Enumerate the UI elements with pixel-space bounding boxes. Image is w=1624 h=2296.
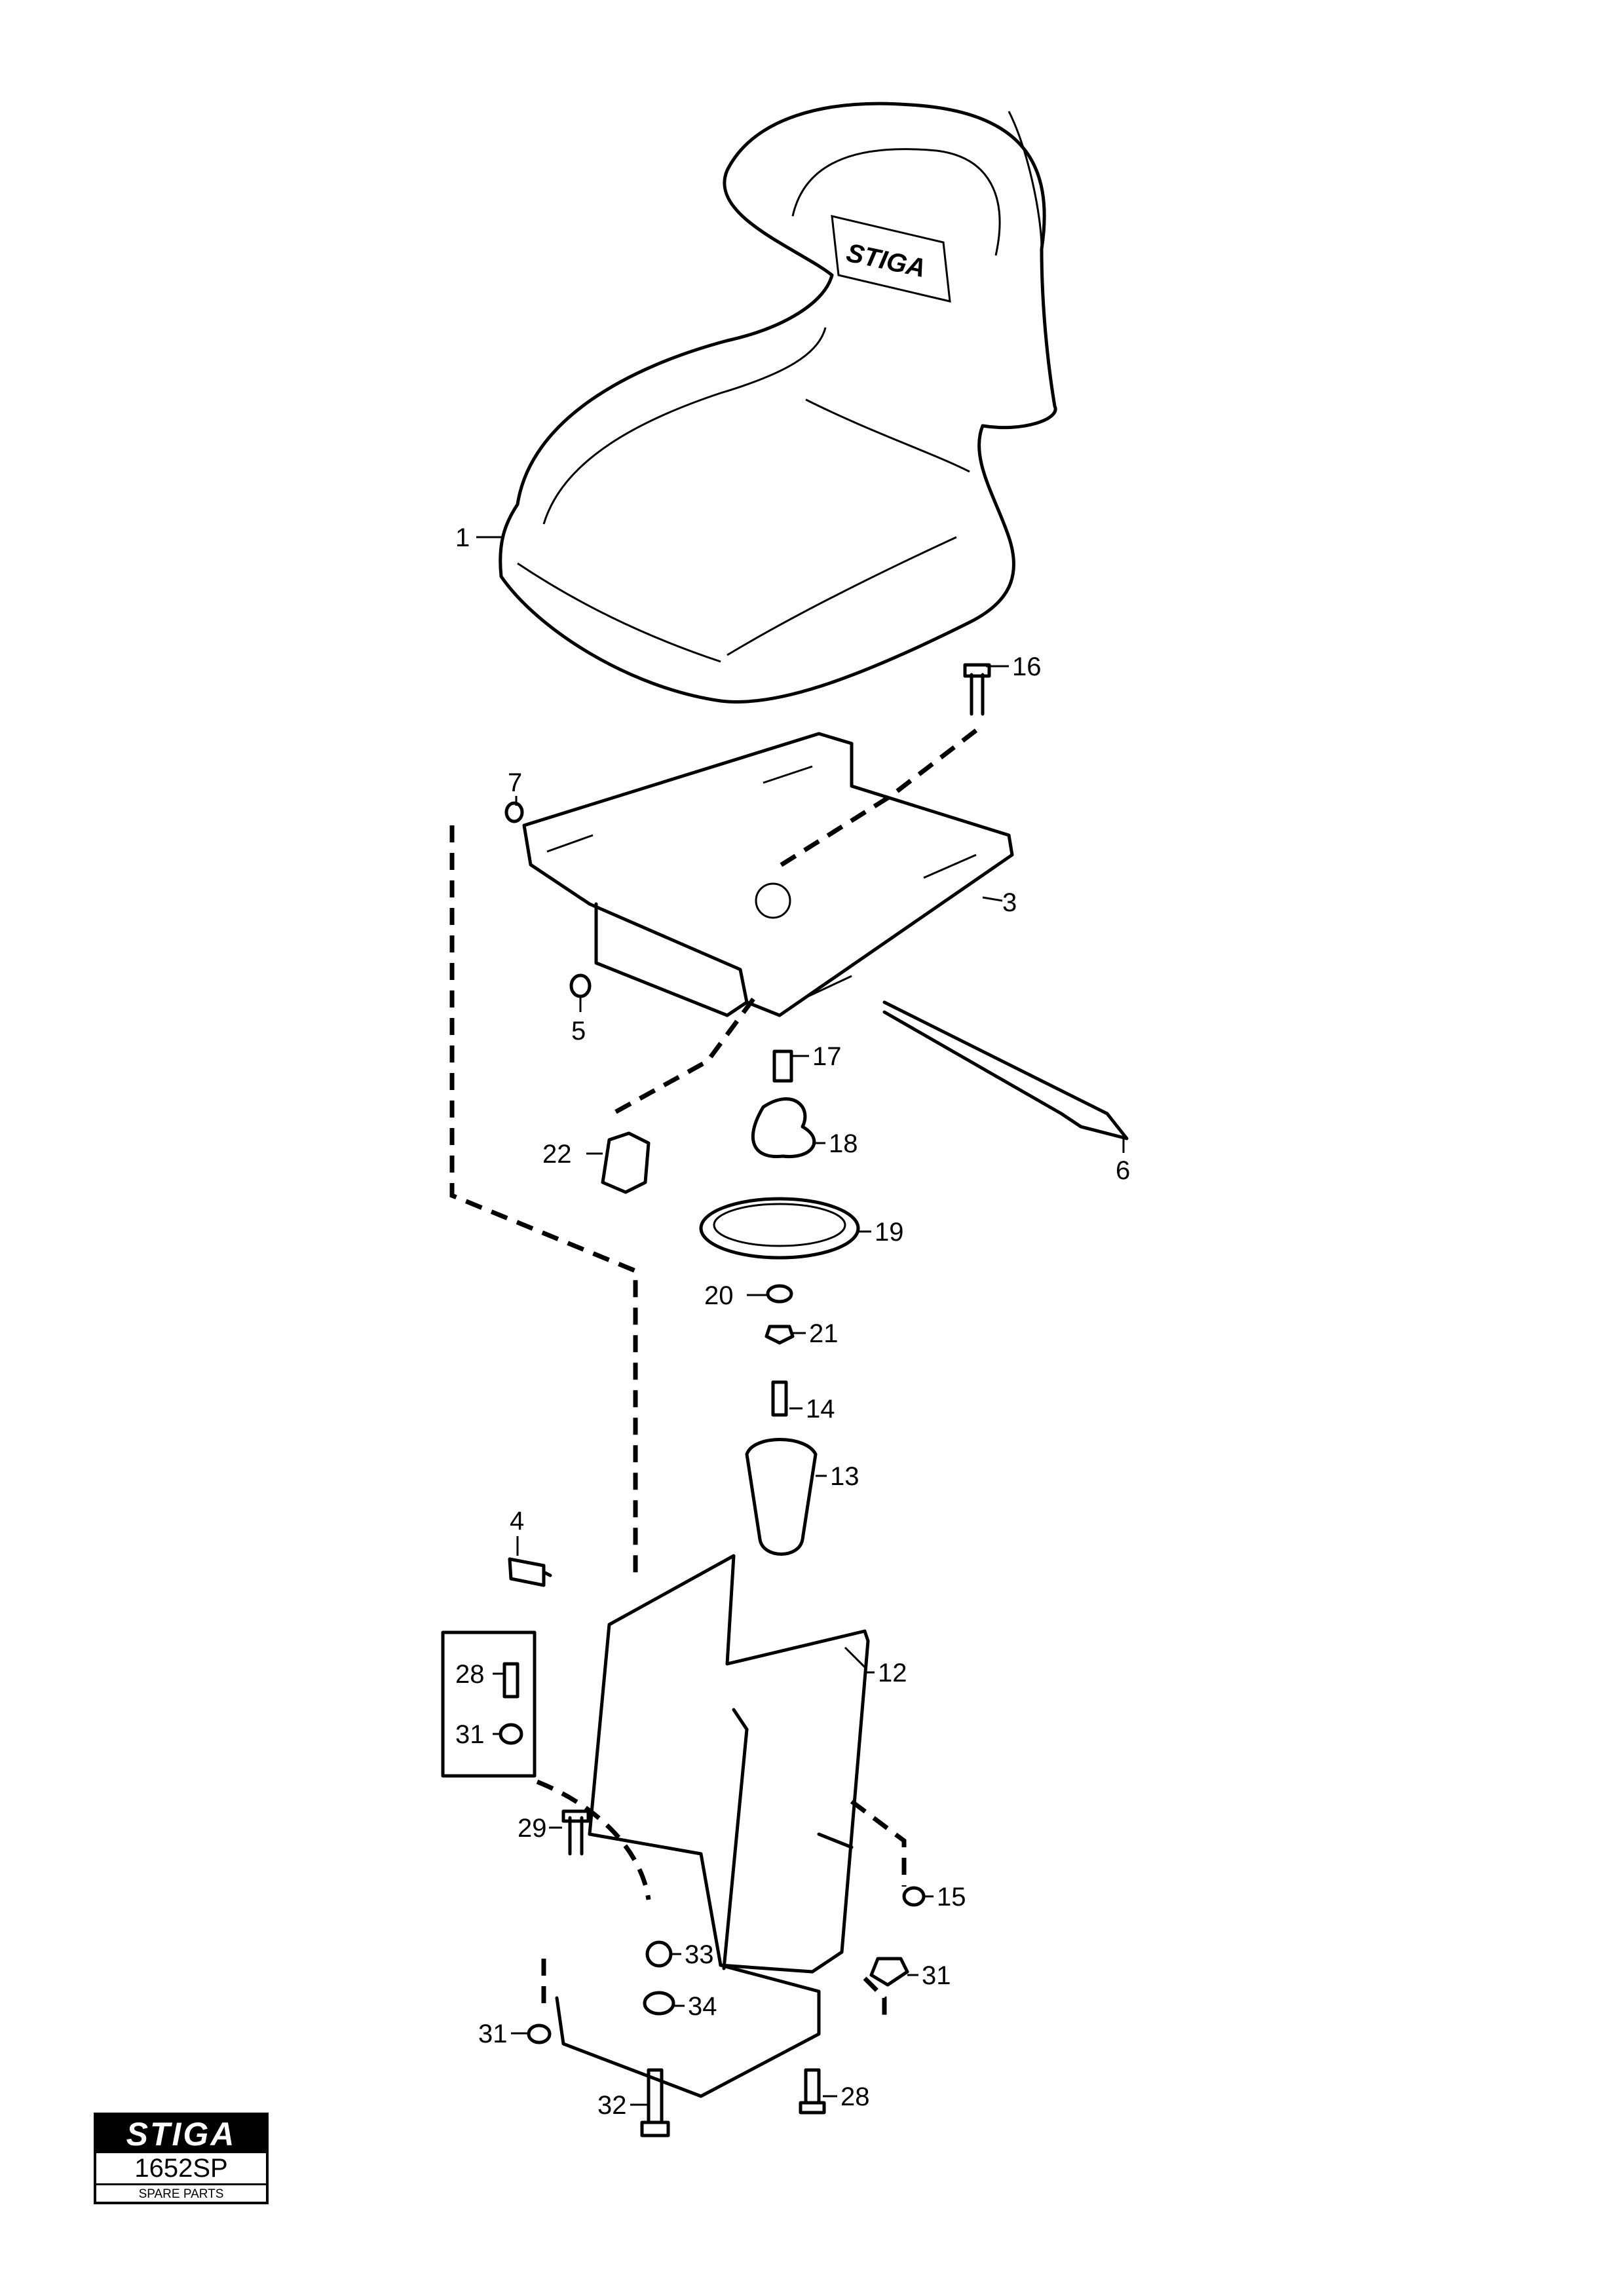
callout-14: 14 (806, 1395, 835, 1423)
inset-fastener-box (441, 1630, 537, 1778)
fasteners-bottom (527, 1809, 926, 2137)
callout-28-inset: 28 (455, 1660, 485, 1689)
spare-parts-caption: SPARE PARTS (138, 2187, 224, 2201)
assembly-paths (449, 728, 978, 2024)
callout-28-bottom: 28 (840, 2082, 870, 2111)
callout-20: 20 (704, 1281, 734, 1310)
callout-21: 21 (809, 1319, 839, 1348)
callout-16: 16 (1012, 652, 1042, 681)
callout-15: 15 (937, 1883, 966, 1911)
seat-logo-plate: STIGA (831, 215, 951, 303)
callout-6: 6 (1116, 1156, 1130, 1185)
callout-12: 12 (878, 1659, 907, 1687)
callout-13: 13 (830, 1462, 859, 1491)
callout-31-inset: 31 (455, 1720, 485, 1749)
callout-labels: 1 16 7 3 5 17 22 18 6 19 20 21 14 13 4 1… (455, 523, 1130, 2120)
callout-19: 19 (875, 1218, 904, 1247)
callout-33: 33 (685, 1940, 714, 1969)
seat-plate-part-3 (522, 732, 1014, 1017)
brand-logo: STIGA (96, 2115, 266, 2153)
callout-17: 17 (812, 1042, 842, 1071)
callout-22: 22 (542, 1140, 572, 1169)
fasteners-top (504, 663, 1129, 1587)
callout-31-right: 31 (922, 1961, 951, 1990)
callout-34: 34 (688, 1992, 717, 2021)
callout-29: 29 (518, 1814, 547, 1843)
callout-5: 5 (571, 1017, 586, 1045)
callout-leaders (476, 536, 1125, 2106)
seat-part-1: STIGA (499, 102, 1057, 704)
callout-18: 18 (829, 1129, 858, 1158)
callout-3: 3 (1002, 888, 1017, 917)
callout-31-left: 31 (478, 2020, 508, 2048)
callout-1: 1 (455, 523, 470, 552)
callout-32: 32 (597, 2091, 627, 2120)
seat-bracket-part-12 (555, 1554, 870, 2098)
callout-4: 4 (510, 1507, 524, 1535)
seat-logo-text: STIGA (844, 238, 928, 283)
model-number: 1652SP (96, 2153, 266, 2185)
callout-7: 7 (508, 768, 522, 797)
title-block: STIGA 1652SP SPARE PARTS (94, 2113, 269, 2204)
